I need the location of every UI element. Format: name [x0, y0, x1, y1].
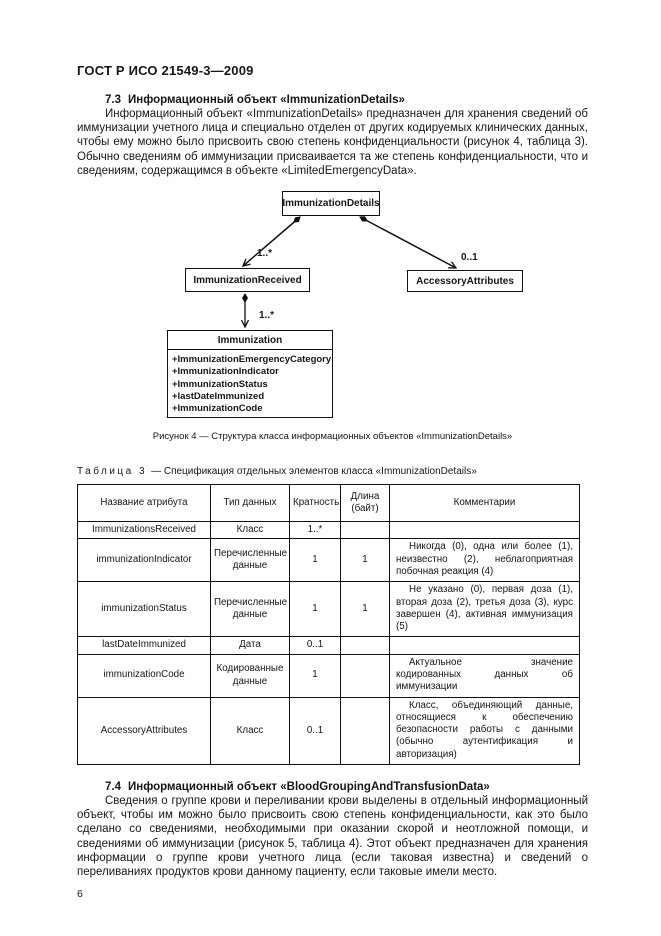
column-header: Длина (байт) — [340, 484, 390, 523]
uml-diagram: ImmunizationDetails ImmunizationReceived… — [77, 186, 588, 424]
uml-node-immunization-details: ImmunizationDetails — [282, 191, 380, 217]
cell-multiplicity: 1 — [289, 581, 341, 638]
uml-attribute: +ImmunizationEmergencyCategory — [172, 354, 332, 366]
multiplicity-immunization: 1..* — [259, 310, 275, 322]
column-header: Комментарии — [389, 484, 580, 523]
uml-attribute: +ImmunizationStatus — [172, 378, 268, 390]
cell-length — [340, 636, 390, 655]
cell-type: Кодированные данные — [210, 653, 290, 698]
uml-node-immunization-received: ImmunizationReceived — [185, 268, 310, 293]
cell-comment: Актуальное значение кодированных данных … — [389, 653, 580, 698]
cell-type: Дата — [210, 636, 290, 655]
table-caption-label: Таблица 3 — [77, 466, 148, 478]
column-header: Название атрибута — [77, 484, 211, 523]
uml-node-accessory-attributes: AccessoryAttributes — [407, 270, 523, 293]
cell-attribute: immunizationCode — [77, 653, 211, 698]
page-number: 6 — [77, 888, 83, 901]
cell-length — [340, 653, 390, 698]
uml-attribute: +ImmunizationCode — [172, 403, 263, 415]
table-caption-text: — Спецификация отдельных элементов класс… — [151, 466, 477, 478]
cell-comment — [389, 636, 580, 655]
section-7-4-heading: 7.4 Информационный объект «BloodGroupingA… — [77, 781, 588, 793]
cell-length: 1 — [340, 581, 390, 638]
section-title: Информационный объект «ImmunizationDetai… — [128, 94, 405, 106]
cell-attribute: immunizationIndicator — [77, 538, 211, 583]
section-number: 7.3 — [105, 94, 121, 106]
cell-multiplicity: 1..* — [289, 521, 341, 540]
section-number: 7.4 — [105, 781, 121, 794]
table-caption: Таблица 3— Спецификация отдельных элемен… — [77, 466, 588, 477]
cell-type: Класс — [210, 696, 290, 766]
section-7-3-heading: 7.3 Информационный объект «ImmunizationDe… — [77, 94, 588, 106]
uml-connectors — [77, 186, 588, 424]
cell-length — [340, 696, 390, 766]
immunization-attributes: +ImmunizationEmergencyCategory+Immunizat… — [168, 350, 332, 415]
cell-comment — [389, 521, 580, 540]
cell-attribute: ImmunizationsReceived — [77, 521, 211, 540]
running-head: ГОСТ Р ИСО 21549-3—2009 — [77, 63, 254, 78]
cell-multiplicity: 1 — [289, 538, 341, 583]
section-7-3-paragraph: Информационный объект «ImmunizationDetai… — [77, 108, 588, 177]
section-title: Информационный объект «BloodGroupingAndT… — [128, 781, 490, 794]
cell-length — [340, 521, 390, 540]
section-7-4-paragraph: Сведения о группе крови и переливании кр… — [77, 795, 588, 879]
multiplicity-received: 1..* — [257, 248, 273, 260]
cell-attribute: lastDateImmunized — [77, 636, 211, 655]
cell-multiplicity: 0..1 — [289, 696, 341, 766]
cell-length: 1 — [340, 538, 390, 583]
cell-type: Перечисленные данные — [210, 581, 290, 638]
cell-type: Класс — [210, 521, 290, 540]
cell-multiplicity: 0..1 — [289, 636, 341, 655]
cell-attribute: immunizationStatus — [77, 581, 211, 638]
uml-class-immunization: Immunization +ImmunizationEmergencyCateg… — [167, 330, 333, 419]
cell-comment: Класс, объединяющий данные, относящиеся … — [389, 696, 580, 766]
column-header: Кратность — [289, 484, 341, 523]
cell-attribute: AccessoryAttributes — [77, 696, 211, 766]
cell-comment: Не указано (0), первая доза (1), вторая … — [389, 581, 580, 638]
figure-caption: Рисунок 4 — Структура класса информацион… — [152, 431, 513, 443]
cell-comment: Никогда (0), одна или более (1), неизвес… — [389, 538, 580, 583]
column-header: Тип данных — [210, 484, 290, 523]
multiplicity-accessory: 0..1 — [461, 252, 478, 264]
uml-class-title: Immunization — [168, 331, 332, 351]
cell-type: Перечисленные данные — [210, 538, 290, 583]
uml-attribute: +lastDateImmunized — [172, 390, 265, 402]
uml-attribute: +ImmunizationIndicator — [172, 366, 279, 378]
cell-multiplicity: 1 — [289, 653, 341, 698]
